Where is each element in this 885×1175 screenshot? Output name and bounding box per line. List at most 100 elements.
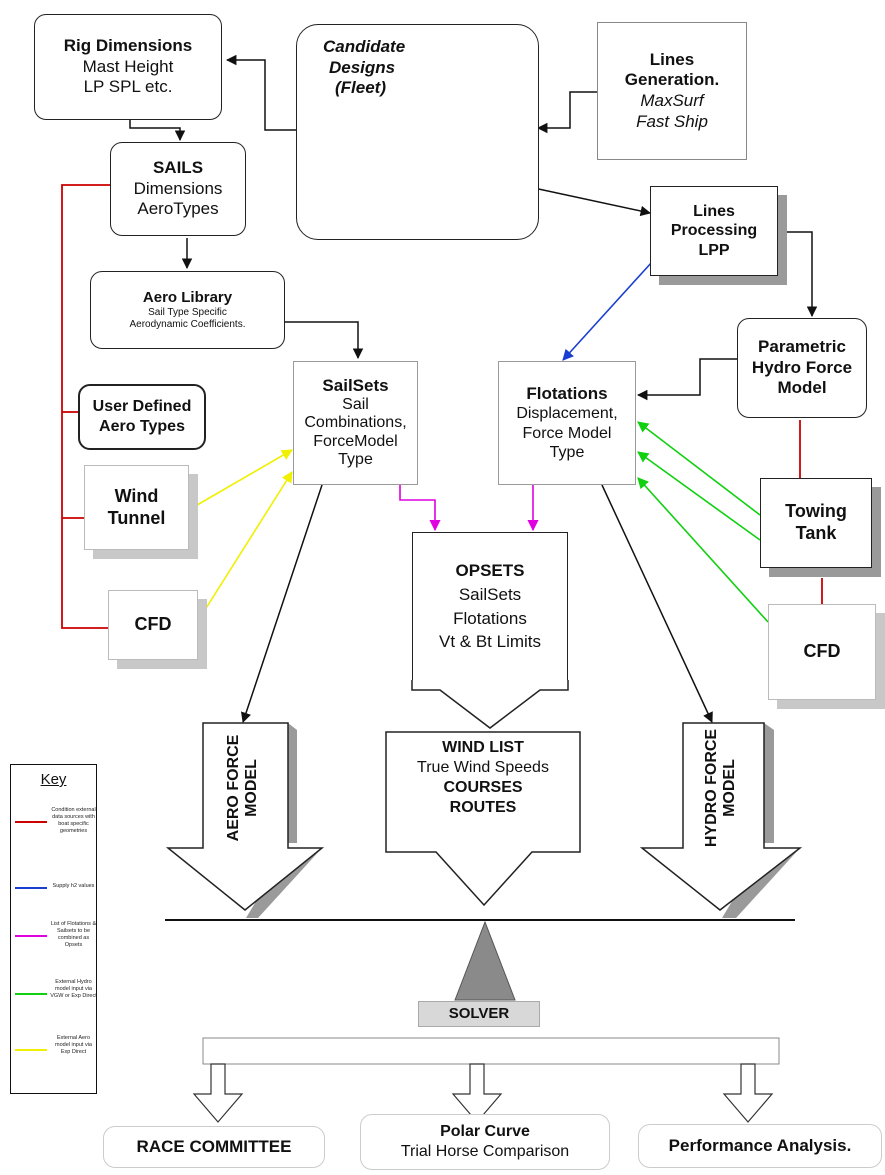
wind-list-title: WIND LIST: [442, 739, 524, 756]
user-defined-line1: User Defined: [92, 398, 192, 416]
key-text-magenta: List of Flotations & Sailsets to be comb…: [50, 921, 97, 949]
lines-processing-line3: LPP: [698, 241, 730, 259]
solver-box: SOLVER: [418, 1001, 540, 1027]
candidate-designs-line1: Candidate: [323, 37, 406, 56]
wind-list-routes: ROUTES: [449, 799, 517, 816]
lines-generation-title2: Generation.: [624, 70, 720, 90]
user-defined-aero-types-box: User Defined Aero Types: [78, 384, 206, 450]
towing-tank-line2: Tank: [795, 523, 837, 543]
performance-analysis-label: Performance Analysis.: [668, 1135, 852, 1155]
aero-library-line2: Aerodynamic Coefficients.: [129, 319, 246, 331]
aero-library-line1: Sail Type Specific: [148, 306, 227, 318]
opsets-arrow-head: [411, 680, 569, 729]
parametric-hydro-force-box: Parametric Hydro Force Model: [737, 318, 867, 418]
lines-generation-box: Lines Generation. MaxSurf Fast Ship: [597, 22, 747, 160]
wind-list-text: WIND LIST True Wind Speeds COURSES ROUTE…: [388, 738, 578, 818]
opsets-title: OPSETS: [455, 560, 525, 580]
sailsets-line3: ForceModel: [313, 432, 398, 450]
sails-box: SAILS Dimensions AeroTypes: [110, 142, 246, 236]
sails-aerotypes: AeroTypes: [137, 199, 219, 219]
cfd-left-box: CFD: [108, 590, 198, 660]
key-line-yellow: [15, 1049, 47, 1051]
polar-curve-box: Polar Curve Trial Horse Comparison: [360, 1114, 610, 1170]
towing-tank-box: Towing Tank: [760, 478, 872, 568]
key-text-blue: Supply h2 values: [52, 883, 95, 889]
performance-analysis-box: Performance Analysis.: [638, 1124, 882, 1168]
key-line-magenta: [15, 935, 47, 937]
cfd-right-box: CFD: [768, 604, 876, 700]
parametric-line1: Parametric: [758, 336, 846, 356]
key-entry-blue: Supply h2 values: [15, 871, 95, 931]
rig-dimensions-title: Rig Dimensions: [63, 35, 193, 55]
key-title: Key: [40, 771, 67, 788]
race-committee-label: RACE COMMITTEE: [136, 1136, 292, 1156]
sailsets-line2: Combinations,: [304, 414, 407, 432]
hydro-force-line2: MODEL: [721, 759, 739, 817]
output-bar: [192, 1037, 780, 1123]
lines-processing-line2: Processing: [670, 222, 758, 240]
sailsets-title: SailSets: [322, 376, 389, 396]
lines-generation-title: Lines: [649, 49, 695, 69]
opsets-sailsets: SailSets: [458, 584, 522, 604]
magenta-connector-lines: [399, 485, 539, 532]
flotations-line1: Displacement,: [516, 405, 618, 423]
opsets-limits: Vt & Bt Limits: [438, 632, 542, 652]
flotations-line2: Force Model: [522, 424, 612, 442]
aero-library-title: Aero Library: [142, 288, 233, 306]
polar-curve-line2: Trial Horse Comparison: [400, 1143, 570, 1160]
blue-connector-line: [562, 261, 653, 361]
hydro-force-line1: HYDRO FORCE: [703, 728, 720, 848]
lines-generation-maxsurf: MaxSurf: [640, 91, 704, 110]
aero-force-line2: MODEL: [243, 759, 261, 817]
wind-tunnel-box: Wind Tunnel: [84, 465, 189, 550]
green-connector-lines: [637, 421, 769, 623]
key-text-red: Condition external data sources with boa…: [51, 807, 96, 835]
lines-generation-fastship: Fast Ship: [636, 111, 708, 131]
opsets-flotations: Flotations: [453, 608, 527, 628]
key-legend: Key Condition external data sources with…: [10, 764, 97, 1094]
towing-tank-line1: Towing: [785, 501, 847, 522]
key-text-green: External Hydro model input via VGW or Ex…: [50, 979, 97, 1000]
solver-label: SOLVER: [448, 1004, 510, 1022]
aero-force-line1: AERO FORCE: [225, 734, 242, 842]
red-connector-lines: [61, 184, 823, 629]
rig-dimensions-box: Rig Dimensions Mast Height LP SPL etc.: [34, 14, 222, 120]
solver-balance: [165, 919, 795, 1001]
key-entry-red: Condition external data sources with boa…: [15, 807, 96, 867]
key-entry-yellow: External Aero model input via Exp Direct: [15, 1035, 95, 1095]
candidate-designs-line3: (Fleet): [335, 78, 386, 98]
lines-processing-box: Lines Processing LPP: [650, 186, 778, 276]
wind-tunnel-line1: Wind: [114, 485, 159, 506]
black-connector-lines: [129, 54, 818, 723]
wind-list-courses: COURSES: [443, 779, 523, 796]
sailsets-line4: Type: [338, 451, 373, 469]
user-defined-line2: Aero Types: [99, 418, 185, 435]
race-committee-box: RACE COMMITTEE: [103, 1126, 325, 1168]
sailsets-line1: Sail: [342, 395, 369, 413]
cfd-left-label: CFD: [134, 614, 172, 635]
rig-lp-spl: LP SPL etc.: [83, 77, 173, 97]
rig-mast-height: Mast Height: [82, 56, 174, 76]
candidate-designs-line2: Designs: [329, 57, 396, 77]
lines-processing-line1: Lines: [693, 202, 735, 220]
wind-tunnel-line2: Tunnel: [107, 507, 166, 528]
yellow-connector-lines: [191, 449, 293, 614]
aero-force-arrow: [165, 722, 325, 918]
wind-list-speeds: True Wind Speeds: [417, 759, 549, 776]
sails-title: SAILS: [152, 157, 204, 177]
flotations-box: Flotations Displacement, Force Model Typ…: [498, 361, 636, 485]
cfd-right-label: CFD: [803, 641, 841, 662]
key-text-yellow: External Aero model input via Exp Direct: [55, 1035, 92, 1056]
opsets-box: OPSETS SailSets Flotations Vt & Bt Limit…: [412, 532, 568, 680]
parametric-line2: Hydro Force: [751, 357, 853, 377]
candidate-designs-box: Candidate Designs (Fleet): [296, 24, 539, 240]
hydro-force-model-label: HYDRO FORCE MODEL: [703, 723, 743, 853]
key-line-blue: [15, 887, 47, 889]
wind-list-arrow: [385, 731, 581, 907]
key-line-red: [15, 821, 47, 823]
aero-force-model-label: AERO FORCE MODEL: [225, 728, 265, 848]
hydro-force-arrow: [639, 722, 803, 918]
polar-curve-line1: Polar Curve: [440, 1123, 530, 1141]
sailsets-box: SailSets Sail Combinations, ForceModel T…: [293, 361, 418, 485]
parametric-line3: Model: [777, 378, 827, 398]
